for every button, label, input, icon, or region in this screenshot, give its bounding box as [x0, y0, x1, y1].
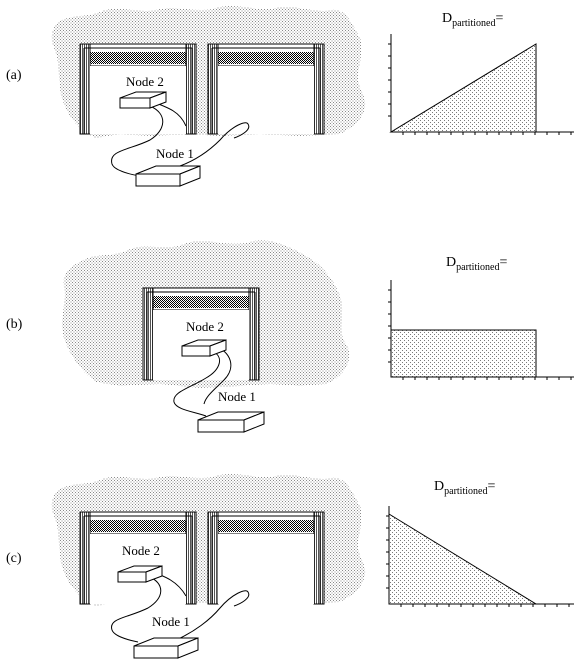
distribution-area	[390, 329, 537, 378]
tunnel-left	[79, 43, 197, 135]
cable	[173, 345, 232, 417]
node-1-label: Node 1	[156, 146, 194, 161]
node-2-label: Node 2	[186, 319, 224, 334]
graph-title: Dpartitioned=	[446, 255, 507, 273]
node-1-box	[133, 637, 199, 659]
tunnel	[142, 287, 260, 381]
tunnel-right	[207, 43, 325, 135]
x-ticks	[400, 604, 570, 607]
panel-label: (b)	[6, 317, 23, 332]
graph-title: Dpartitioned=	[442, 11, 503, 29]
node-1-label: Node 1	[152, 614, 190, 629]
node-1-box	[197, 411, 265, 433]
node-2-box	[119, 91, 167, 109]
panel-label: (a)	[6, 68, 22, 83]
node-2-label: Node 2	[122, 543, 160, 558]
graph-b: Dpartitioned=	[388, 255, 574, 380]
tunnel-left	[79, 511, 197, 605]
graph-a: Dpartitioned=	[388, 11, 574, 135]
panel-label: (c)	[6, 551, 22, 566]
panel-a: (a)	[6, 6, 574, 187]
x-ticks	[402, 132, 572, 135]
node-2-label: Node 2	[126, 74, 164, 89]
panel-b: (b) Node 2 Node 1 Dpartitioned=	[6, 240, 574, 433]
x-ticks	[402, 377, 572, 380]
y-ticks	[386, 515, 389, 589]
panel-c: (c) Node 2	[6, 474, 574, 659]
distribution-area	[388, 513, 538, 605]
distribution-area	[389, 43, 537, 133]
y-ticks	[388, 43, 391, 117]
y-ticks	[388, 289, 391, 363]
node-2-box	[181, 339, 227, 357]
graph-title: Dpartitioned=	[434, 479, 495, 497]
node-1-box	[135, 165, 201, 187]
graph-c: Dpartitioned=	[386, 479, 574, 607]
tunnel-right	[207, 511, 325, 605]
node-2-box	[117, 565, 163, 583]
node-1-label: Node 1	[218, 389, 256, 404]
